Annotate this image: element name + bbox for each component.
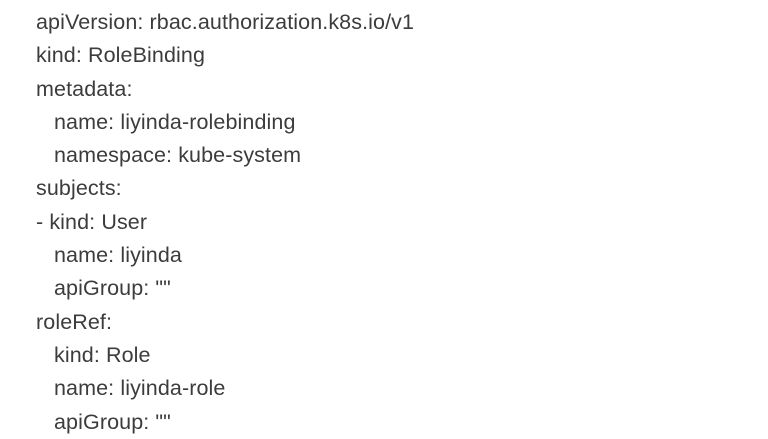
yaml-line: name: liyinda-role xyxy=(54,376,226,401)
yaml-line: namespace: kube-system xyxy=(54,143,302,168)
yaml-line: apiGroup: "" xyxy=(54,409,171,434)
yaml-line: subjects: xyxy=(36,176,122,201)
yaml-line: name: liyinda-rolebinding xyxy=(54,109,296,134)
yaml-line: apiVersion: rbac.authorization.k8s.io/v1 xyxy=(36,10,415,34)
yaml-line: metadata: xyxy=(36,76,133,101)
yaml-line: kind: RoleBinding xyxy=(36,43,206,68)
yaml-line: apiGroup: "" xyxy=(54,276,171,301)
yaml-line: kind: Role xyxy=(54,342,151,367)
yaml-line: roleRef: xyxy=(36,309,113,334)
yaml-line: - kind: User xyxy=(36,209,148,234)
yaml-line: name: liyinda xyxy=(54,243,182,268)
